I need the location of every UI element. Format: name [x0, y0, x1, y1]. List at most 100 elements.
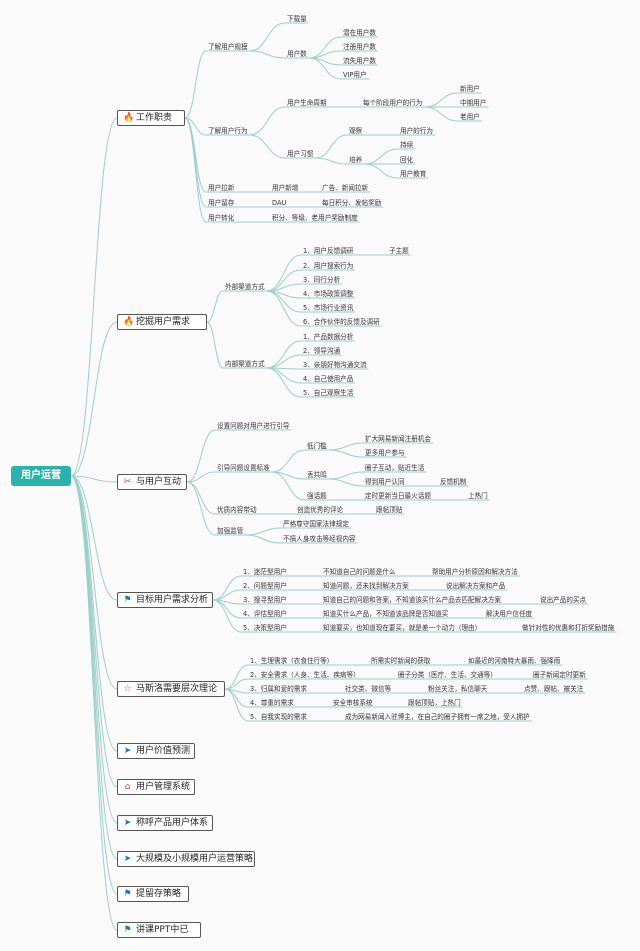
topic-node[interactable]: 老用户	[460, 113, 480, 121]
topic-node[interactable]: 创造优秀的评论	[297, 506, 344, 514]
topic-node[interactable]: 知道问题，还未找到解决方案	[323, 582, 409, 590]
topic-node[interactable]: 说出产品的买点	[540, 596, 587, 604]
topic-node[interactable]: 2、领导沟通	[303, 347, 341, 355]
topic-node[interactable]: 圈子分类（医疗、生活、交通等）	[398, 671, 497, 679]
topic-node[interactable]: 用户生命周期	[287, 99, 327, 107]
topic-node[interactable]: 所需实时新闻的获取	[371, 657, 431, 665]
topic-node[interactable]: 1、生理需求（衣食住行等）	[250, 657, 334, 665]
topic-node[interactable]: 知道要买，也知道现在要买，就是差一个动力（理由）	[323, 624, 482, 632]
topic-node[interactable]: 粉丝关注，私信聊天	[428, 685, 488, 693]
topic-node[interactable]: 严格尊守国家法律规定	[283, 520, 349, 528]
branch-topic[interactable]: ⚑提留存策略	[117, 886, 189, 902]
topic-node[interactable]: 知道买什么产品，不知道该品牌是否知道买	[323, 610, 449, 618]
topic-node[interactable]: 安全审核系统	[333, 699, 373, 707]
topic-node[interactable]: 5、自我实现的需求	[250, 713, 307, 721]
topic-node[interactable]: 不知道自己的问题是什么	[323, 568, 396, 576]
topic-node[interactable]: DAU	[272, 199, 287, 207]
topic-node[interactable]: 用户新增	[272, 184, 299, 192]
topic-node[interactable]: 子主题	[389, 247, 409, 255]
topic-node[interactable]: 低门槛	[307, 442, 327, 450]
topic-node[interactable]: 2、安全需求（人身、生活、疾病等）	[250, 671, 360, 679]
topic-node[interactable]: 如最近的河南特大暴雨、强降雨	[468, 657, 561, 665]
topic-node[interactable]: 用户拉新	[208, 184, 235, 192]
topic-node[interactable]: 下载量	[287, 15, 307, 23]
topic-node[interactable]: 流失用户数	[343, 57, 376, 65]
topic-node[interactable]: 回化	[400, 156, 414, 164]
topic-node[interactable]: 成为网易新闻入驻博主，在自己的圈子拥有一席之地，受人拥护	[345, 713, 530, 721]
topic-node[interactable]: 每日积分、发帖奖励	[322, 199, 382, 207]
topic-node[interactable]: 丢共鸣	[307, 471, 327, 479]
topic-node[interactable]: 优质内容带动	[217, 506, 257, 514]
topic-node[interactable]: 外部渠道方式	[225, 283, 265, 291]
topic-node[interactable]: 每个阶段用户的行为	[363, 99, 423, 107]
topic-node[interactable]: 定时更新当日最火话题	[365, 492, 431, 500]
topic-node[interactable]: 1、产品数据分析	[303, 333, 354, 341]
topic-node[interactable]: 更多用户参与	[365, 449, 405, 457]
topic-node[interactable]: 用户留存	[208, 199, 235, 207]
topic-node[interactable]: 积分、等级、老用户奖励制度	[272, 214, 358, 222]
topic-node[interactable]: 跟帖顶贴，上热门	[408, 699, 461, 707]
topic-node[interactable]: 4、自己使用产品	[303, 375, 354, 383]
branch-topic[interactable]: ➤大规模及小规模用户运营策略	[117, 851, 255, 867]
branch-topic[interactable]: ⚑目标用户需求分析	[117, 592, 213, 608]
topic-node[interactable]: 3、同行分析	[303, 276, 341, 284]
topic-node[interactable]: 新用户	[460, 85, 480, 93]
topic-node[interactable]: 用户的行为	[400, 127, 433, 135]
branch-topic[interactable]: ☆马斯洛需要层次理论	[117, 681, 225, 697]
topic-node[interactable]: 1、迷茫型用户	[243, 568, 287, 576]
topic-node[interactable]: 了解用户行为	[208, 127, 248, 135]
branch-topic[interactable]: ➤称呼产品用户体系	[117, 815, 213, 831]
topic-node[interactable]: 反馈机制	[440, 478, 467, 486]
topic-node[interactable]: 注册用户数	[343, 43, 376, 51]
topic-node[interactable]: VIP用户	[343, 71, 367, 79]
topic-node[interactable]: 强话题	[307, 492, 327, 500]
topic-node[interactable]: 4、市场政策调整	[303, 290, 354, 298]
topic-node[interactable]: 社交类、微信等	[345, 685, 392, 693]
topic-node[interactable]: 得到用户认同	[365, 478, 405, 486]
topic-node[interactable]: 圈子互动，贴近生活	[365, 464, 425, 472]
topic-node[interactable]: 5、自己观察生活	[303, 389, 354, 397]
topic-node[interactable]: 知道自己的问题和答案，不知道该买什么产品去匹配解决方案	[323, 596, 502, 604]
topic-node[interactable]: 解决用户信任度	[486, 610, 533, 618]
root-topic[interactable]: 用户运营	[11, 466, 71, 486]
branch-topic[interactable]: ➤用户价值预测	[117, 743, 195, 759]
topic-node[interactable]: 2、问题型用户	[243, 582, 287, 590]
topic-node[interactable]: 帮助用户分析原因和解决方法	[432, 568, 518, 576]
topic-node[interactable]: 说出解决方案和产品	[446, 582, 506, 590]
topic-node[interactable]: 做针对性的优惠和打折奖励措施	[522, 624, 615, 632]
topic-node[interactable]: 5、市场行业资讯	[303, 304, 354, 312]
topic-node[interactable]: 持续	[400, 141, 414, 149]
topic-node[interactable]: 用户习惯	[287, 150, 314, 158]
branch-topic[interactable]: ⚑讲课PPT中已	[117, 922, 201, 938]
topic-node[interactable]: 观察	[349, 127, 363, 135]
topic-node[interactable]: 内部渠道方式	[225, 360, 265, 368]
topic-node[interactable]: 加强监管	[217, 527, 244, 535]
topic-node[interactable]: 1、用户反馈调研	[303, 247, 354, 255]
topic-node[interactable]: 3、归属和爱的需求	[250, 685, 307, 693]
topic-node[interactable]: 用户数	[287, 50, 307, 58]
topic-node[interactable]: 潜在用户数	[343, 29, 376, 37]
branch-topic[interactable]: 🔥挖掘用户需求	[117, 314, 207, 330]
branch-topic[interactable]: ⌂用户管理系统	[117, 779, 195, 795]
topic-node[interactable]: 点赞、跟帖、被关注	[524, 685, 584, 693]
topic-node[interactable]: 培养	[349, 156, 363, 164]
topic-node[interactable]: 设置问题对用户进行引导	[217, 422, 290, 430]
branch-topic[interactable]: 🔥工作职责	[117, 110, 185, 126]
topic-node[interactable]: 6、合作伙伴的反馈及调研	[303, 318, 380, 326]
topic-node[interactable]: 圈子新闻定时更新	[533, 671, 586, 679]
topic-node[interactable]: 扩大网易新闻注册机会	[365, 435, 431, 443]
branch-topic[interactable]: ✂与用户互动	[117, 474, 187, 490]
topic-node[interactable]: 4、尊重的需求	[250, 699, 294, 707]
topic-node[interactable]: 广告、新闻拉新	[322, 184, 369, 192]
topic-node[interactable]: 上热门	[468, 492, 488, 500]
topic-node[interactable]: 5、决策型用户	[243, 624, 287, 632]
topic-node[interactable]: 4、评估型用户	[243, 610, 287, 618]
topic-node[interactable]: 不搞人身攻击等经视内容	[283, 535, 356, 543]
topic-node[interactable]: 用户转化	[208, 214, 235, 222]
topic-node[interactable]: 中期用户	[460, 99, 487, 107]
topic-node[interactable]: 3、搜寻型用户	[243, 596, 287, 604]
topic-node[interactable]: 跟帖顶贴	[376, 506, 403, 514]
topic-node[interactable]: 引导问题设置标准	[217, 464, 270, 472]
topic-node[interactable]: 3、亲朋好物沟通交流	[303, 361, 367, 369]
topic-node[interactable]: 2、用户搜索行为	[303, 262, 354, 270]
